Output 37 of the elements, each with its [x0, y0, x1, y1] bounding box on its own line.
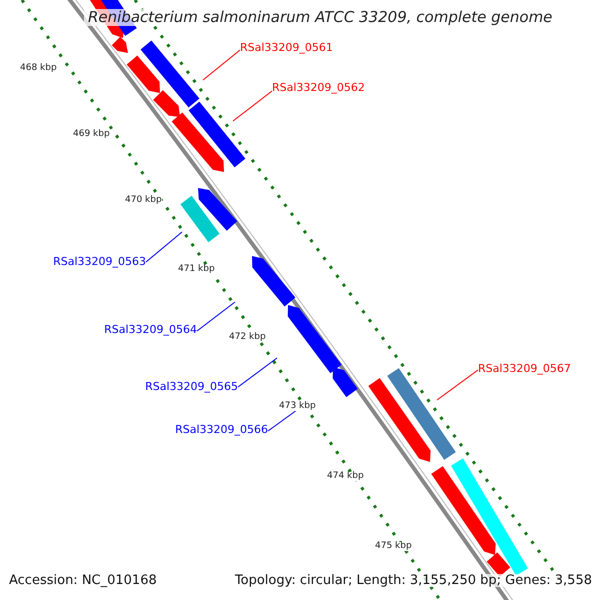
scale-label: 471 kbp: [178, 265, 215, 274]
leader-line: [146, 232, 182, 262]
gene-label: RSal33209_0567: [478, 363, 571, 374]
scale-label: 468 kbp: [20, 64, 57, 73]
genome-info-text: Topology: circular; Length: 3,155,250 bp; Genes: 3,558: [234, 574, 592, 587]
gene-feature: [387, 368, 456, 460]
scale-label: 470 kbp: [125, 196, 162, 205]
gene-feature: [368, 378, 431, 462]
gene-label: RSal33209_0564: [104, 324, 197, 335]
gene-feature: [153, 90, 180, 117]
scale-label: 469 kbp: [73, 130, 110, 139]
scale-label: 475 kbp: [375, 542, 412, 551]
gene-label: RSal33209_0562: [272, 82, 365, 93]
scale-label: 474 kbp: [327, 472, 364, 481]
leader-line: [196, 302, 236, 332]
gene-feature: [332, 367, 358, 398]
leader-line: [202, 50, 240, 80]
leader-line: [436, 370, 478, 400]
gene-label: RSal33209_0565: [145, 381, 238, 392]
scale-label: 473 kbp: [279, 402, 316, 411]
gene-feature: [126, 56, 160, 93]
leader-line: [232, 90, 272, 122]
gene-feature: [172, 112, 224, 172]
gene-label: RSal33209_0561: [240, 42, 333, 53]
gene-feature: [180, 196, 220, 242]
gene-feature: [431, 466, 496, 555]
gene-feature: [188, 102, 246, 168]
gene-feature: [198, 188, 238, 231]
accession-text: Accession: NC_010168: [9, 574, 157, 587]
gene-feature: [252, 256, 296, 306]
gene-feature: [140, 40, 200, 108]
gene-feature: [451, 458, 528, 576]
gene-feature: [288, 305, 342, 374]
gene-label: RSal33209_0563: [53, 256, 146, 267]
gene-label: RSal33209_0566: [175, 424, 268, 435]
scale-label: 472 kbp: [229, 333, 266, 342]
leader-line: [238, 358, 278, 388]
